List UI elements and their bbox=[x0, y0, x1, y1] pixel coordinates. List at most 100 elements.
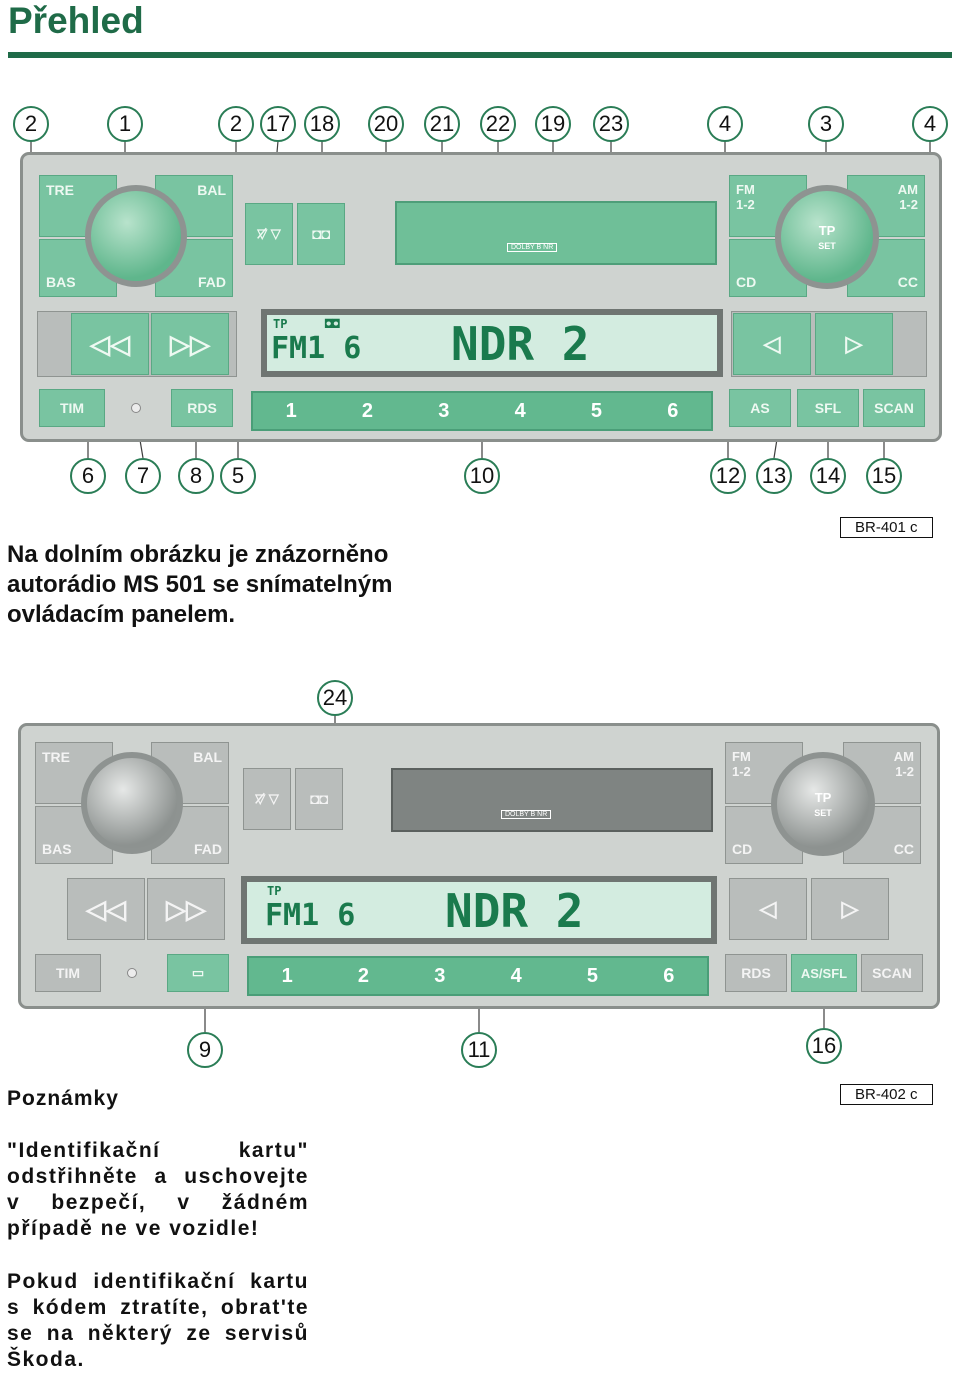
rds-button-2[interactable]: RDS bbox=[725, 954, 787, 992]
lcd-display-2: TP FM1 6 NDR 2 bbox=[241, 876, 717, 944]
card-icon: ▭ bbox=[191, 965, 205, 980]
callout-22: 22 bbox=[480, 106, 516, 142]
tim-button[interactable]: TIM bbox=[39, 389, 105, 427]
callout-21: 21 bbox=[424, 106, 460, 142]
scan-button[interactable]: SCAN bbox=[863, 389, 925, 427]
cd-label: CD bbox=[736, 274, 757, 290]
tre-label-2: TRE bbox=[42, 749, 70, 765]
tuning-knob-2[interactable]: TP SET bbox=[771, 752, 875, 856]
preset-button-4[interactable]: 4 bbox=[514, 399, 526, 422]
dolby-badge: DOLBY B NR bbox=[507, 243, 558, 252]
preset-button-5[interactable]: 5 bbox=[590, 399, 603, 422]
callout-18: 18 bbox=[304, 106, 340, 142]
callout-19: 19 bbox=[535, 106, 571, 142]
as-button[interactable]: AS bbox=[729, 389, 791, 427]
rewind-button[interactable]: ◁◁ bbox=[71, 313, 149, 375]
callout-10: 10 bbox=[464, 458, 500, 494]
fm-label-2: FM 1-2 bbox=[732, 749, 751, 779]
am-label: AM 1-2 bbox=[897, 182, 918, 212]
indicator-led-2 bbox=[127, 968, 137, 978]
rewind-button-2[interactable]: ◁◁ bbox=[67, 878, 145, 940]
tim-button-2[interactable]: TIM bbox=[35, 954, 101, 992]
callout-2b: 2 bbox=[218, 106, 254, 142]
lcd-station: NDR 2 bbox=[451, 317, 590, 371]
dolby-button[interactable]: ◘◘ bbox=[297, 203, 345, 265]
cd-label-2: CD bbox=[732, 841, 753, 857]
card-slot[interactable]: ▭ bbox=[167, 954, 229, 992]
preset-button-1[interactable]: 1 bbox=[285, 399, 297, 422]
tim-label: TIM bbox=[59, 400, 85, 416]
forward-button[interactable]: ▷▷ bbox=[151, 313, 229, 375]
callout-4a: 4 bbox=[707, 106, 743, 142]
volume-knob-2[interactable] bbox=[81, 752, 183, 854]
set-label-2: SET bbox=[814, 808, 832, 818]
callout-24: 24 bbox=[317, 680, 353, 716]
indicator-led bbox=[131, 403, 141, 413]
preset-button-1[interactable]: 1 bbox=[281, 964, 293, 987]
forward-icon: ▷▷ bbox=[166, 893, 206, 924]
bal-label-2: BAL bbox=[193, 749, 222, 765]
note-paragraph-1: "Identifikační kartu" odstřihněte a usch… bbox=[7, 1139, 309, 1240]
bal-label: BAL bbox=[197, 182, 226, 198]
lcd-station-2: NDR 2 bbox=[445, 884, 584, 938]
callout-6: 6 bbox=[70, 458, 106, 494]
figure-caption-2: BR-402 c bbox=[840, 1084, 933, 1105]
volume-knob[interactable] bbox=[85, 185, 187, 287]
callout-11: 11 bbox=[461, 1032, 497, 1068]
callout-14: 14 bbox=[810, 458, 846, 494]
bas-label: BAS bbox=[46, 274, 76, 290]
fad-label-2: FAD bbox=[194, 841, 222, 857]
lcd-display: TP ◘◘ FM1 6 NDR 2 bbox=[261, 309, 723, 377]
tune-down-button[interactable]: ◁ bbox=[733, 313, 811, 375]
preset-button-2[interactable]: 2 bbox=[361, 399, 374, 422]
lcd-band-2: FM1 6 bbox=[265, 898, 356, 933]
lcd-band: FM1 6 bbox=[271, 331, 362, 366]
callout-20: 20 bbox=[368, 106, 404, 142]
lcd-tp: TP bbox=[273, 317, 288, 331]
radio-panel-1: TRE BAL BAS FAD ▽̸ ▽ ◘◘ DOLBY B NR FM 1-… bbox=[20, 152, 942, 442]
callout-5: 5 bbox=[220, 458, 256, 494]
sfl-button[interactable]: SFL bbox=[797, 389, 859, 427]
notes-heading: Poznámky bbox=[7, 1087, 119, 1110]
rds-button[interactable]: RDS bbox=[171, 389, 233, 427]
callout-7: 7 bbox=[125, 458, 161, 494]
lcd-tp-2: TP bbox=[267, 884, 282, 898]
scan-button-2[interactable]: SCAN bbox=[861, 954, 923, 992]
scan-label-2: SCAN bbox=[872, 965, 912, 981]
tape-direction-button-2[interactable]: ▽̸ ▽ bbox=[243, 768, 291, 830]
preset-button-3[interactable]: 3 bbox=[438, 399, 450, 422]
preset-button-5[interactable]: 5 bbox=[586, 964, 599, 987]
callout-13: 13 bbox=[756, 458, 792, 494]
tuning-knob[interactable]: TP SET bbox=[775, 185, 879, 289]
rewind-icon: ◁◁ bbox=[86, 893, 126, 924]
as-sfl-button[interactable]: AS/SFL bbox=[791, 954, 857, 992]
rds-label-2: RDS bbox=[741, 965, 771, 981]
preset-button-6[interactable]: 6 bbox=[667, 399, 679, 422]
cassette-slot-2[interactable]: DOLBY B NR bbox=[391, 768, 713, 832]
preset-button-3[interactable]: 3 bbox=[434, 964, 446, 987]
radio-panel-2: TRE BAL BAS FAD ▽̸ ▽ ◘◘ DOLBY B NR FM 1-… bbox=[18, 723, 940, 1009]
preset-button-2[interactable]: 2 bbox=[357, 964, 370, 987]
fad-label: FAD bbox=[198, 274, 226, 290]
cassette-slot[interactable]: DOLBY B NR bbox=[395, 201, 717, 265]
callout-3: 3 bbox=[808, 106, 844, 142]
callout-8: 8 bbox=[178, 458, 214, 494]
rds-label: RDS bbox=[187, 400, 217, 416]
callout-23: 23 bbox=[593, 106, 629, 142]
tune-up-button-2[interactable]: ▷ bbox=[811, 878, 889, 940]
dolby-button-2[interactable]: ◘◘ bbox=[295, 768, 343, 830]
tre-label: TRE bbox=[46, 182, 74, 198]
set-label: SET bbox=[818, 241, 836, 251]
tape-direction-icon: ▽̸ ▽ bbox=[257, 226, 281, 241]
tune-down-button-2[interactable]: ◁ bbox=[729, 878, 807, 940]
callout-17: 17 bbox=[260, 106, 296, 142]
tim-label-2: TIM bbox=[55, 965, 81, 981]
tune-up-button[interactable]: ▷ bbox=[815, 313, 893, 375]
forward-button-2[interactable]: ▷▷ bbox=[147, 878, 225, 940]
preset-button-4[interactable]: 4 bbox=[510, 964, 522, 987]
left-arrow-icon: ◁ bbox=[763, 331, 781, 356]
preset-button-6[interactable]: 6 bbox=[663, 964, 675, 987]
tape-direction-button[interactable]: ▽̸ ▽ bbox=[245, 203, 293, 265]
am-label-2: AM 1-2 bbox=[893, 749, 914, 779]
bas-label-2: BAS bbox=[42, 841, 72, 857]
